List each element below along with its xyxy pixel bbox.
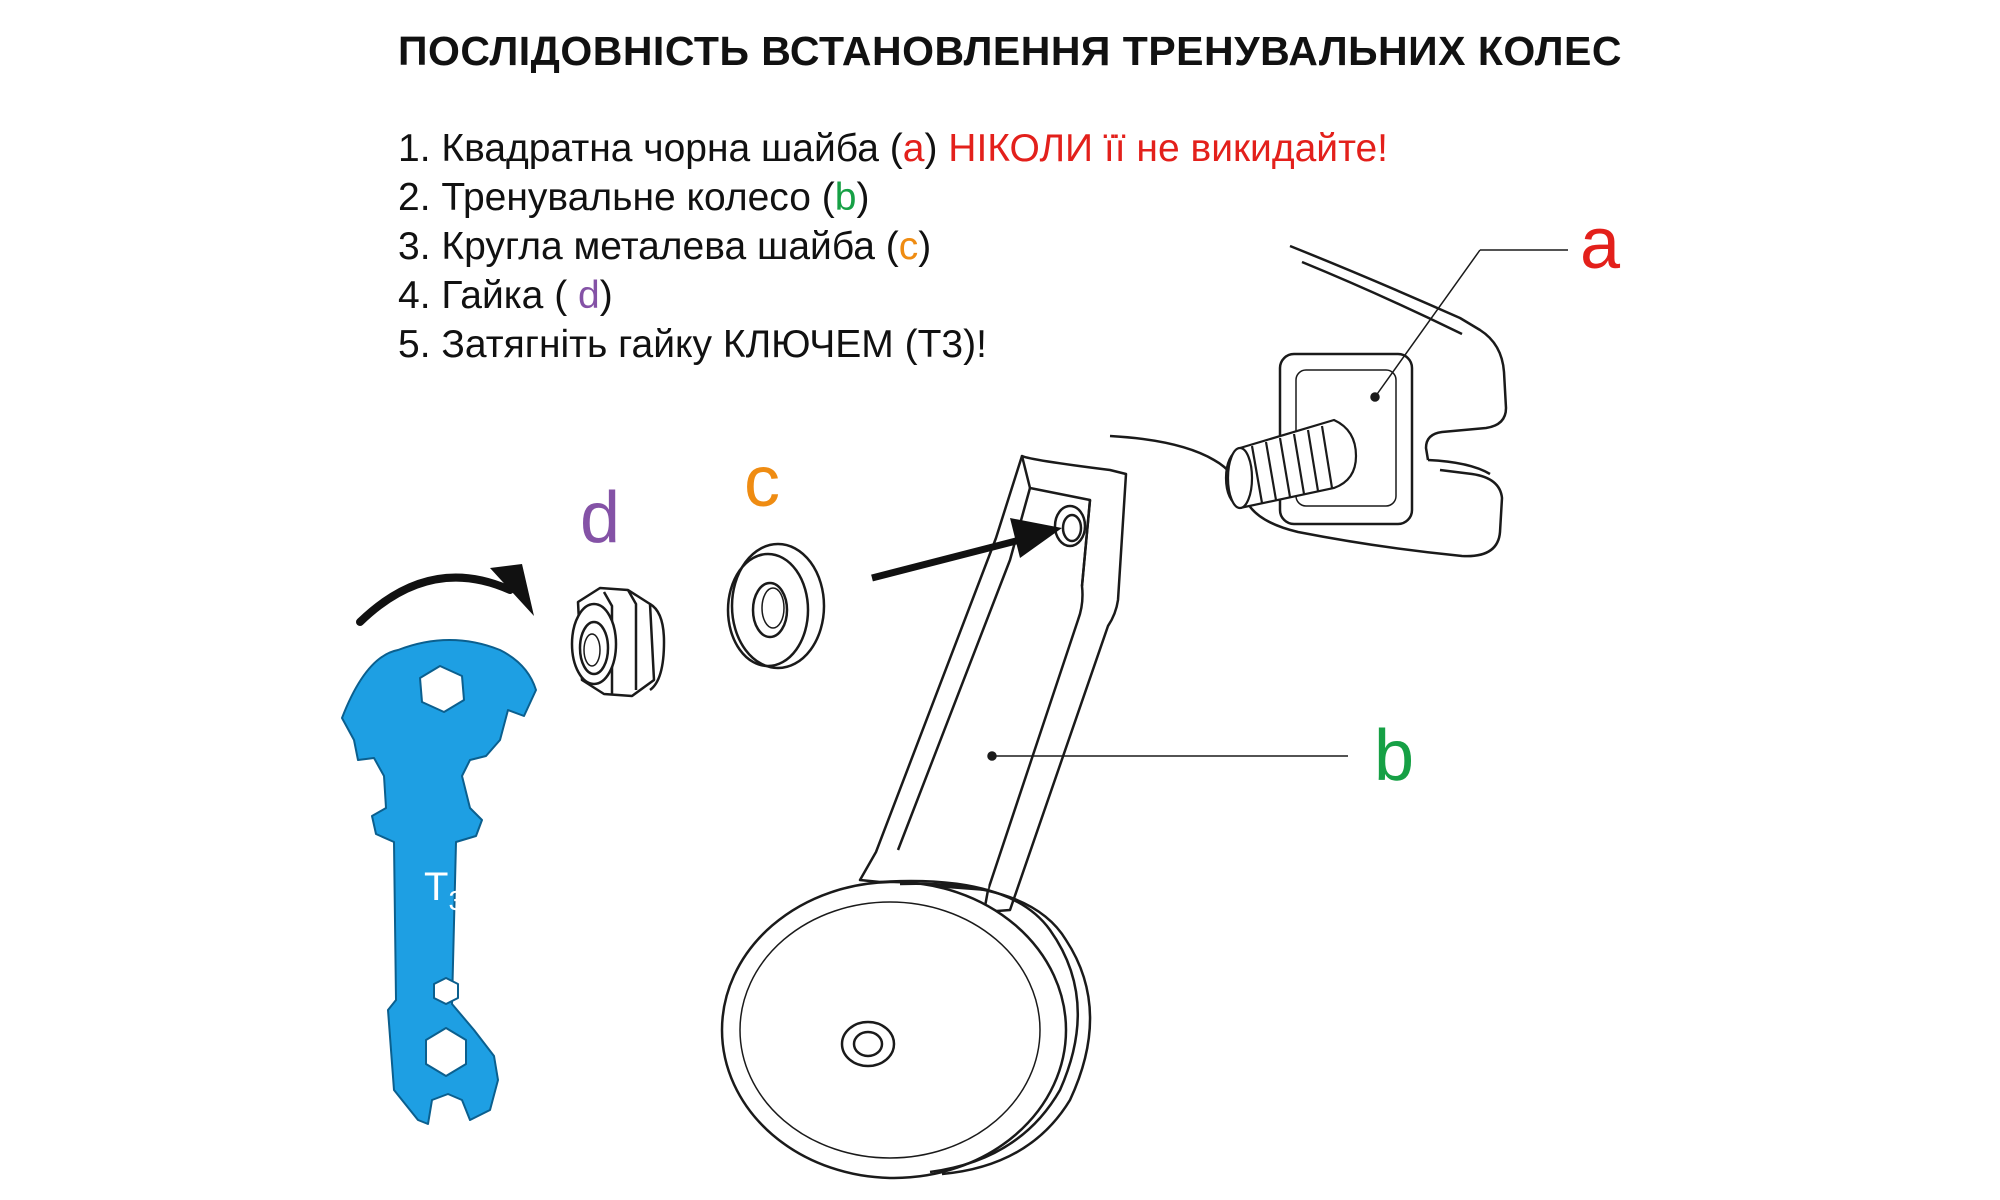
- step-2-code: b: [834, 176, 857, 219]
- installation-steps: 1. Квадратна чорна шайба (a) НІКОЛИ її н…: [398, 124, 1388, 369]
- step-3-after: ): [918, 225, 932, 268]
- step-3-code: c: [898, 225, 919, 268]
- step-3: 3. Кругла металева шайба (c): [398, 222, 1388, 271]
- callout-d: d: [580, 478, 621, 558]
- callout-a: a: [1580, 204, 1621, 284]
- step-4-code: d: [578, 274, 600, 317]
- step-1-after: ): [924, 127, 938, 170]
- bolt-icon: [1224, 418, 1358, 510]
- step-1: 1. Квадратна чорна шайба (a) НІКОЛИ її н…: [398, 124, 1388, 173]
- step-2-text: 2. Тренувальне колесо (: [398, 176, 835, 219]
- leader-a: [1370, 249, 1568, 402]
- callout-c: c: [744, 442, 780, 522]
- step-3-text: 3. Кругла металева шайба (: [398, 225, 899, 268]
- leader-b: [987, 751, 1348, 761]
- wrench-label: T3: [424, 865, 464, 916]
- step-4-text: 4. Гайка (: [398, 274, 579, 317]
- training-wheel-icon: [720, 454, 1128, 1180]
- step-1-text: 1. Квадратна чорна шайба (: [398, 127, 903, 170]
- bike-frame: [1109, 244, 1508, 558]
- step-5-text: 5. Затягніть гайку КЛЮЧЕМ (Т3)!: [398, 323, 987, 366]
- step-4-after: ): [599, 274, 613, 317]
- callout-b: b: [1374, 716, 1415, 796]
- step-1-code: a: [902, 127, 925, 170]
- nut-icon: [570, 586, 666, 698]
- step-2: 2. Тренувальне колесо (b): [398, 173, 1388, 222]
- washer-icon: [726, 542, 826, 670]
- step-1-warning: НІКОЛИ її не викидайте!: [948, 127, 1389, 170]
- rotate-arrow-icon: [356, 564, 534, 626]
- step-2-after: ): [856, 176, 870, 219]
- direction-arrow-icon: [871, 518, 1062, 582]
- step-5: 5. Затягніть гайку КЛЮЧЕМ (Т3)!: [398, 320, 1388, 369]
- page-title: ПОСЛІДОВНІСТЬ ВСТАНОВЛЕННЯ ТРЕНУВАЛЬНИХ …: [398, 28, 1622, 74]
- step-4: 4. Гайка ( d): [398, 271, 1388, 320]
- wrench-icon: T3: [341, 639, 537, 1125]
